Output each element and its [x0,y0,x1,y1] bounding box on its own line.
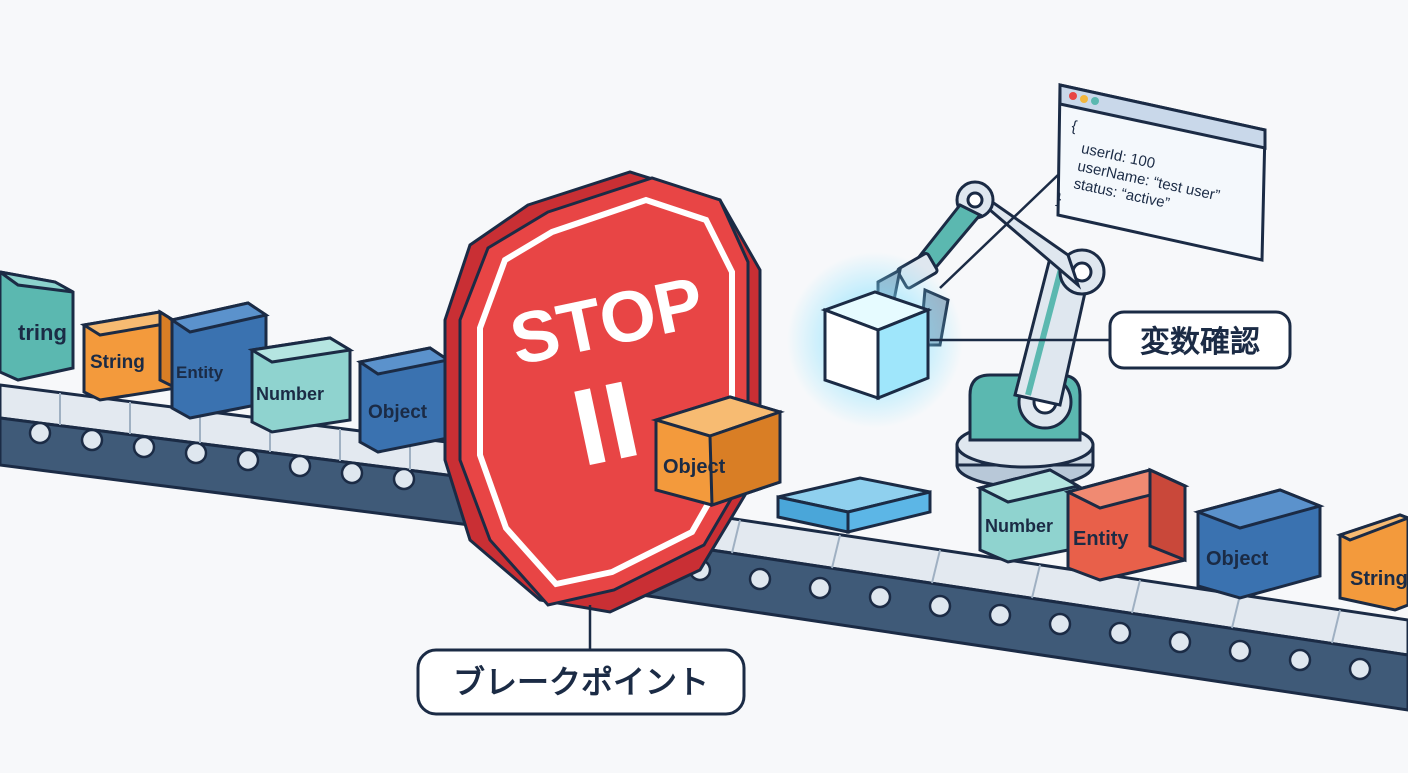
variable-check-label: 変数確認 [1140,325,1260,359]
flat-box [776,476,932,534]
right-box-1: Number [975,468,1083,564]
left-box-4: Number [247,336,355,434]
left-conveyor [0,383,472,527]
left-box-1-label: tring [18,320,67,345]
right-box-1-label: Number [985,516,1053,536]
left-conveyor-rollers [28,421,416,491]
right-box-3-label: Object [1206,548,1269,570]
code-window-titlebar [1058,83,1267,150]
left-box-2: String [79,309,181,402]
glowing-cube [787,252,963,428]
right-box-4-label: String [1350,568,1408,590]
right-box-4: String [1336,513,1408,612]
code-line-1: { [1070,118,1078,136]
variable-check-callout: 変数確認 [930,310,1292,370]
window-close-dot [1069,92,1077,100]
left-box-3-label: Entity [176,363,224,382]
left-box-5-label: Object [368,402,428,423]
right-box-2-label: Entity [1073,528,1129,550]
left-box-4-label: Number [256,384,324,404]
left-box-5: Object [356,346,452,454]
right-box-3: Object [1193,488,1325,600]
code-window: { userId: 100 userName: “test user” stat… [939,83,1267,289]
window-minimize-dot [1080,95,1088,103]
pause-icon [574,381,637,466]
center-box: Object [650,395,785,508]
right-box-2: Entity [1063,467,1190,582]
code-window-connector [939,174,1059,289]
stop-sign-face [458,176,750,607]
left-box-3: Entity [168,301,270,420]
center-box-label: Object [663,456,726,478]
breakpoint-callout: ブレークポイント [416,605,746,716]
breakpoint-label: ブレークポイント [453,664,709,700]
stop-sign: STOP [443,170,762,614]
left-box-2-label: String [90,352,145,373]
window-maximize-dot [1091,97,1099,105]
code-line-5: } [1055,190,1063,208]
left-box-1: tring [0,270,75,382]
